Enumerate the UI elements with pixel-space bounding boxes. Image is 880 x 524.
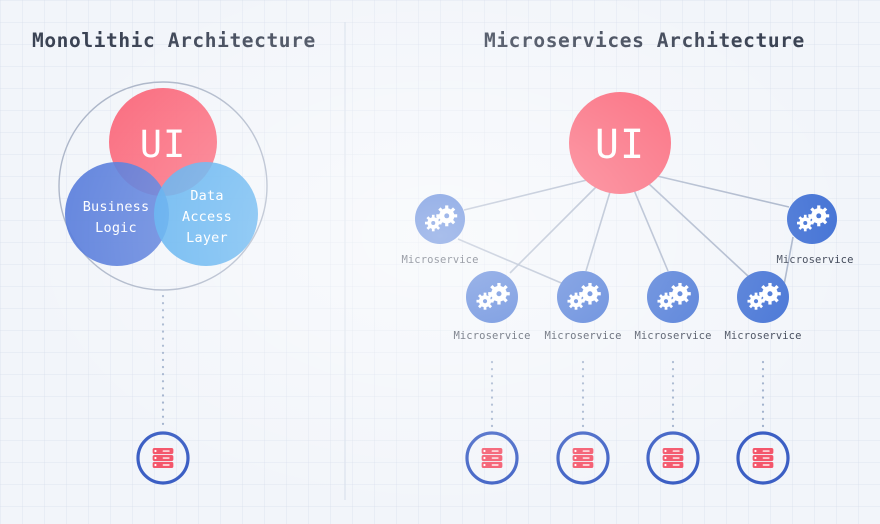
monolith-business-label-line2: Logic [95, 220, 137, 236]
monolith-business-label-line1: Business [83, 199, 150, 215]
monolith-data-label-line1: Data [190, 188, 223, 204]
database-node[interactable] [646, 431, 700, 485]
microservice-label: Microservice [776, 254, 853, 266]
database-node[interactable] [736, 431, 790, 485]
microservice-node[interactable]: Microservice [724, 271, 801, 342]
database-icon [572, 448, 594, 468]
database-icon [662, 448, 684, 468]
monolith-data-label-line2: Access [182, 209, 232, 225]
ui-hub-label: UI [595, 122, 645, 168]
microservice-node[interactable]: Microservice [401, 194, 478, 266]
left-panel-title: Monolithic Architecture [32, 29, 316, 52]
microservice-label: Microservice [544, 330, 621, 342]
database-node[interactable] [556, 431, 610, 485]
monolith-ui-label: UI [140, 123, 187, 166]
database-nodes [465, 431, 790, 485]
monolith-database-node[interactable] [136, 431, 190, 485]
microservice-node[interactable]: Microservice [634, 271, 711, 342]
right-panel-title: Microservices Architecture [484, 29, 805, 52]
database-node[interactable] [465, 431, 519, 485]
database-icon [481, 448, 503, 468]
microservice-node[interactable]: Microservice [453, 271, 530, 342]
monolith-venn [65, 88, 258, 266]
monolith-data-label-line3: Layer [186, 230, 228, 246]
database-icon [752, 448, 774, 468]
microservice-label: Microservice [634, 330, 711, 342]
microservices-ui-hub[interactable]: UI [569, 92, 671, 194]
microservice-label: Microservice [453, 330, 530, 342]
microservice-db-connectors [490, 360, 765, 430]
microservice-node[interactable]: Microservice [776, 194, 853, 266]
microservice-node[interactable]: Microservice [544, 271, 621, 342]
microservice-label: Microservice [401, 254, 478, 266]
database-icon [152, 448, 174, 468]
microservice-nodes: Microservice Microservice Microservice M… [401, 194, 853, 342]
microservice-label: Microservice [724, 330, 801, 342]
